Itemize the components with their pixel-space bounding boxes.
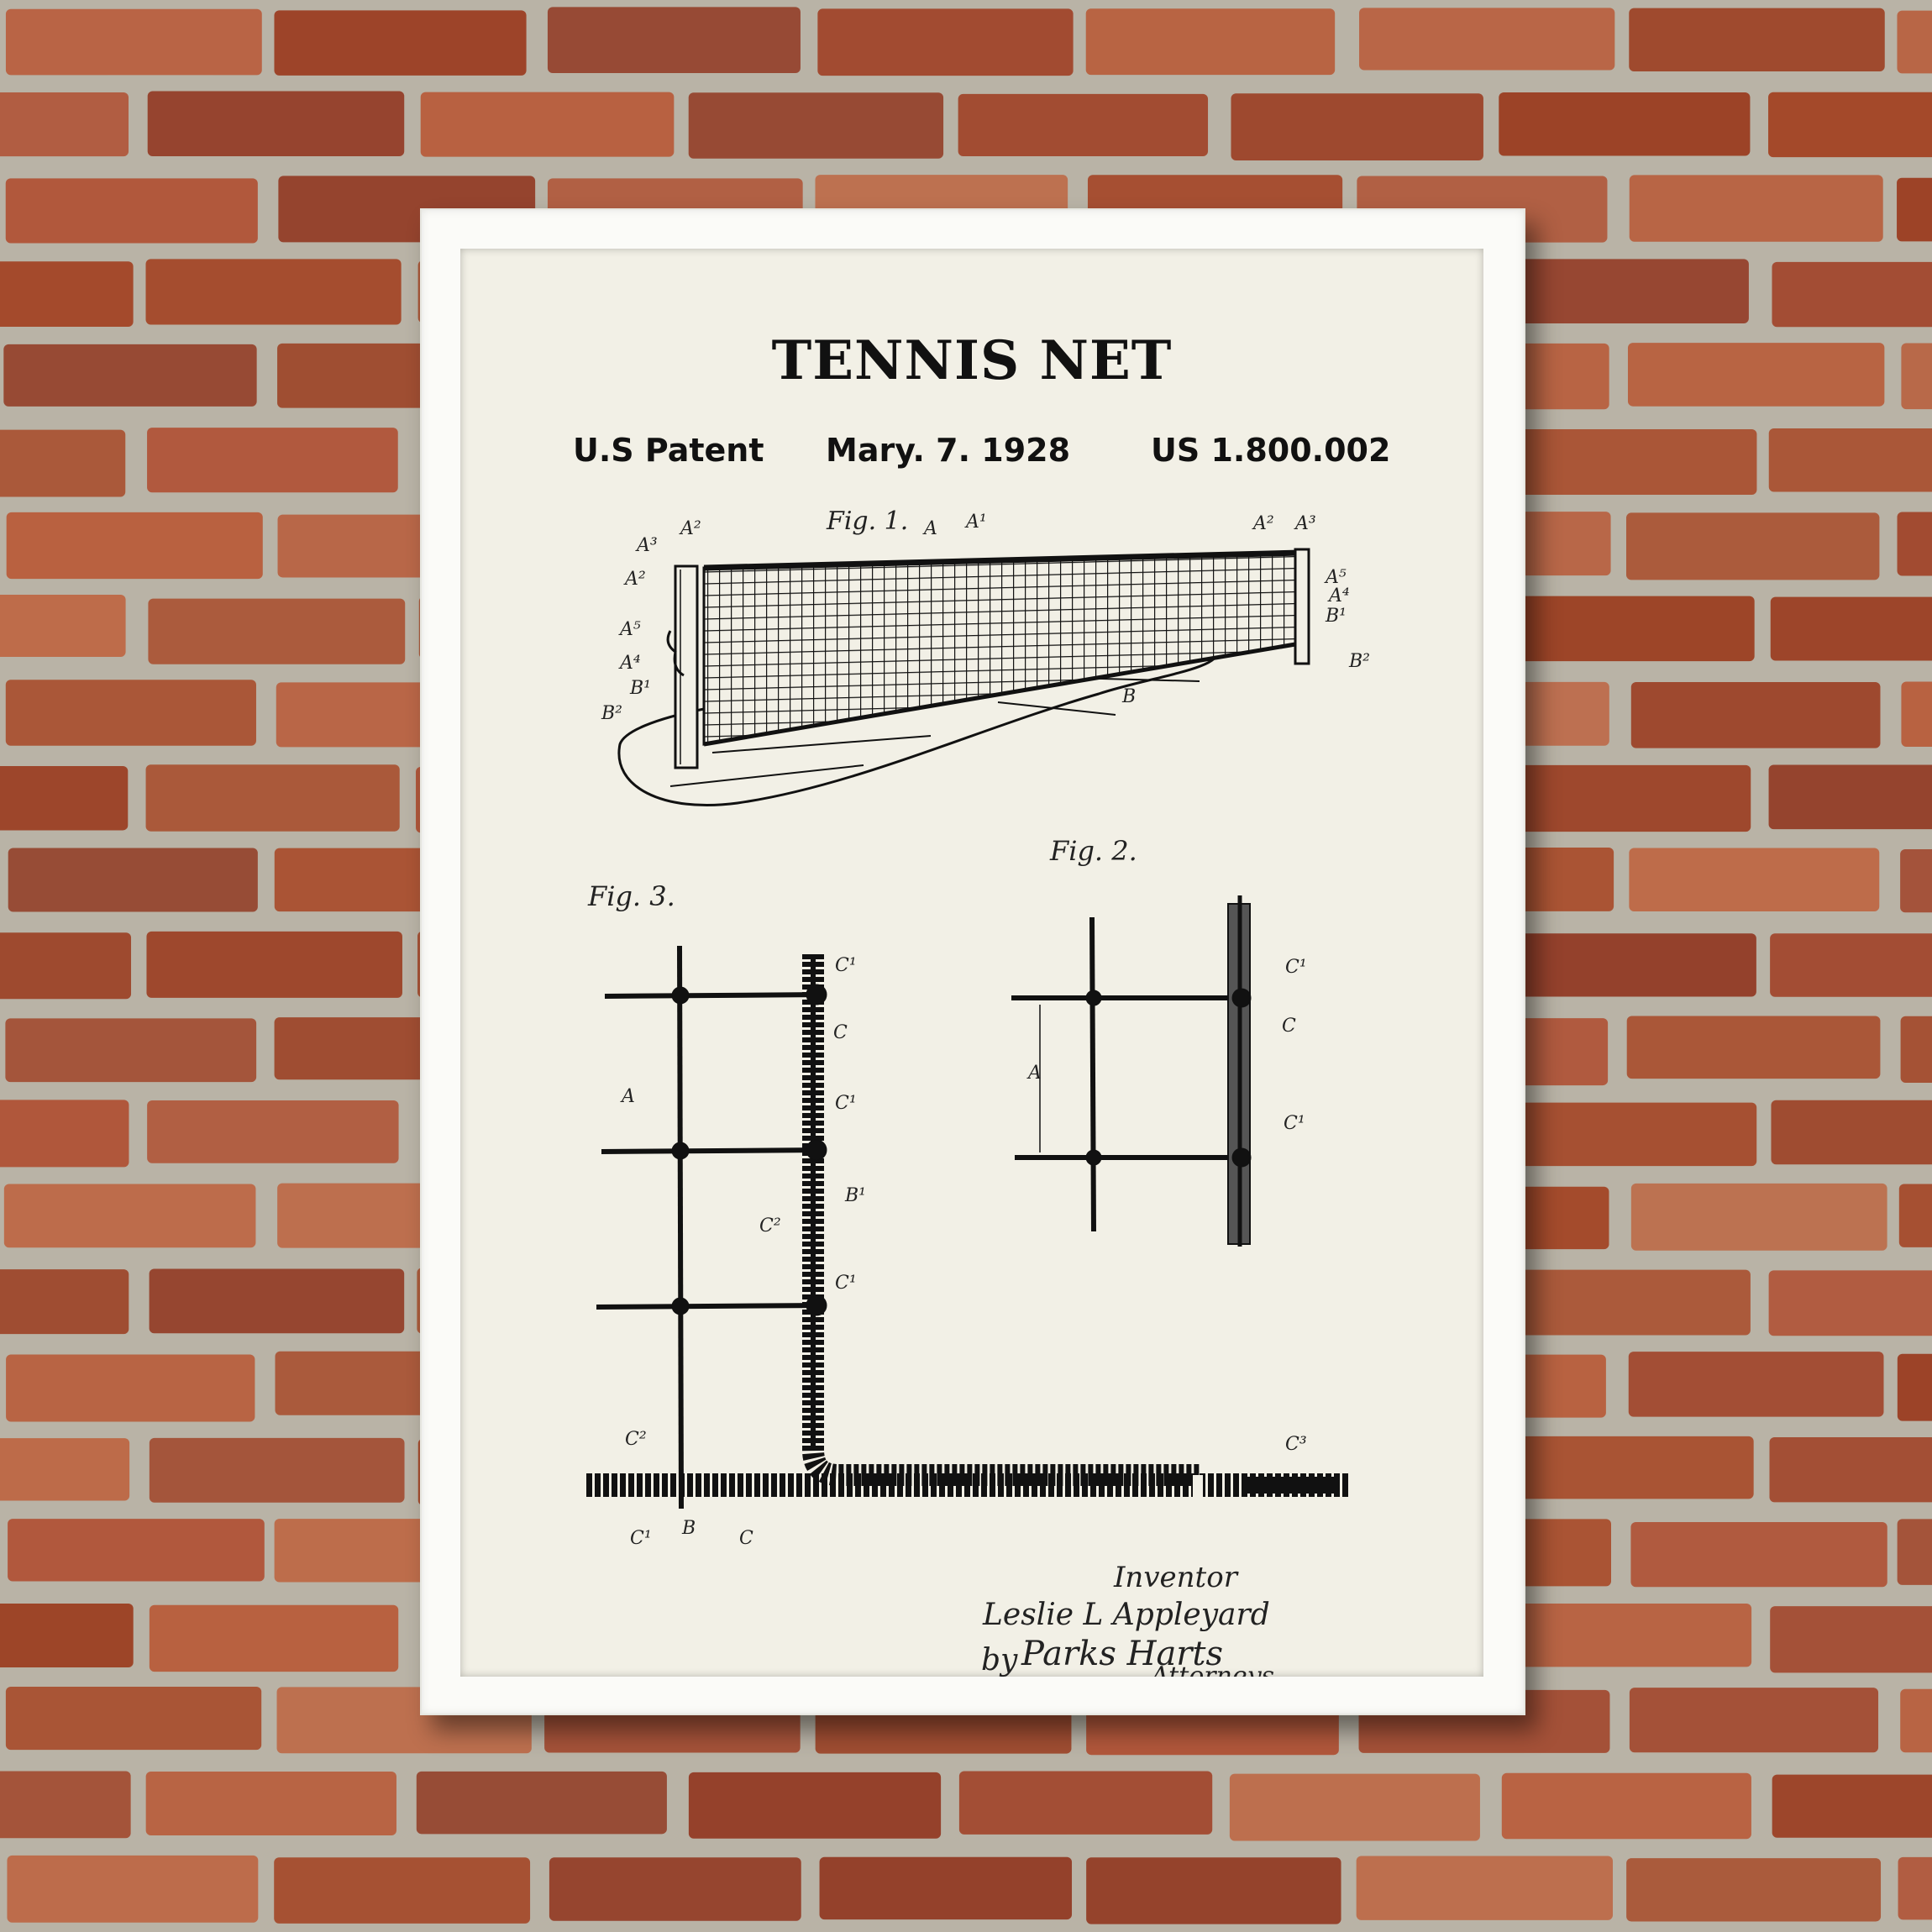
label-c1-d: C¹ bbox=[630, 1528, 652, 1549]
attorney-signature: Parks Harts bbox=[1021, 1635, 1224, 1673]
label-a3-left: A³ bbox=[635, 535, 658, 556]
label-a4-left: A⁴ bbox=[618, 653, 641, 674]
patent-drawing: Fig. 1. A³ A² A² A⁵ A⁴ B¹ B² A A¹ A² A³ … bbox=[586, 507, 1370, 1549]
fig1-caption: Fig. 1. bbox=[826, 507, 908, 536]
label-b1-left: B¹ bbox=[629, 678, 651, 699]
label-a3-right: A³ bbox=[1294, 513, 1316, 534]
label-b-fig3: B bbox=[681, 1518, 696, 1539]
label-a-fig1: A bbox=[922, 518, 937, 539]
poster-title: TENNIS NET bbox=[771, 329, 1173, 392]
label-c1-fig2-b: C¹ bbox=[1284, 1113, 1305, 1134]
label-a5-left: A⁵ bbox=[618, 619, 641, 640]
label-c-a: C bbox=[833, 1022, 848, 1043]
label-a2-top-left: A² bbox=[679, 518, 701, 539]
figure-2-net-detail: Fig. 2. A C¹ C C¹ bbox=[1011, 835, 1307, 1247]
label-a2-left: A² bbox=[623, 569, 646, 590]
label-c-fig2: C bbox=[1282, 1016, 1296, 1037]
signature-by: by bbox=[981, 1643, 1018, 1677]
fig3-caption: Fig. 3. bbox=[587, 880, 675, 912]
figure-3-net-detail: Fig. 3. C¹ C C¹ A B¹ bbox=[586, 880, 1351, 1549]
label-c-b: C bbox=[739, 1528, 753, 1549]
right-post bbox=[1294, 548, 1310, 665]
inventor-label: Inventor bbox=[1114, 1561, 1237, 1594]
label-a-fig3: A bbox=[620, 1086, 635, 1107]
attorneys-label: Attorneys. bbox=[1151, 1662, 1283, 1677]
label-b1-fig3: B¹ bbox=[844, 1185, 866, 1206]
figure-1-tennis-net: Fig. 1. A³ A² A² A⁵ A⁴ B¹ B² A A¹ A² A³ … bbox=[601, 507, 1370, 807]
patent-poster: TENNIS NET U.S Patent Mary. 7. 1928 US 1… bbox=[460, 249, 1483, 1677]
left-post bbox=[674, 564, 699, 769]
label-b1-right: B¹ bbox=[1325, 606, 1347, 627]
label-c2-a: C² bbox=[759, 1215, 781, 1236]
label-c2-b: C² bbox=[625, 1429, 647, 1450]
patent-date: Mary. 7. 1928 bbox=[826, 432, 1071, 469]
label-c3: C³ bbox=[1285, 1434, 1307, 1455]
label-a-fig2: A bbox=[1026, 1063, 1042, 1084]
picture-frame: TENNIS NET U.S Patent Mary. 7. 1928 US 1… bbox=[420, 208, 1525, 1715]
label-b2-left: B² bbox=[601, 703, 622, 724]
label-a4-right: A⁴ bbox=[1327, 585, 1350, 606]
patent-number: US 1.800.002 bbox=[1151, 432, 1391, 469]
label-a5-right: A⁵ bbox=[1324, 567, 1347, 588]
label-c1-c: C¹ bbox=[835, 1273, 857, 1294]
label-a2-right: A² bbox=[1252, 513, 1274, 534]
label-b2-right: B² bbox=[1348, 651, 1370, 672]
inventor-name: Leslie L Appleyard bbox=[983, 1598, 1270, 1632]
patent-label: U.S Patent bbox=[573, 432, 764, 469]
label-b-fig1: B bbox=[1121, 686, 1136, 707]
fig2-caption: Fig. 2. bbox=[1049, 835, 1137, 867]
label-c1-b: C¹ bbox=[835, 1093, 857, 1114]
label-c1-a: C¹ bbox=[835, 955, 857, 976]
label-c1-fig2-a: C¹ bbox=[1285, 957, 1307, 978]
label-a1-fig1: A¹ bbox=[964, 512, 987, 533]
